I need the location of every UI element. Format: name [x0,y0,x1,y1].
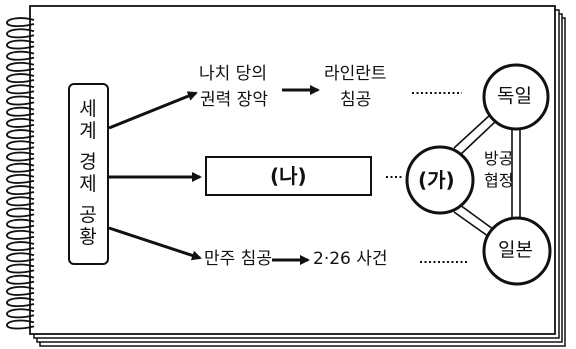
spiral-coil [6,106,35,117]
spiral-coil [6,140,35,151]
spiral-coil [6,207,35,218]
source-box [68,83,109,265]
spiral-coil [6,274,35,285]
spiral-coil [6,28,35,39]
spiral-coil [6,162,35,173]
spiral-coil [6,319,35,330]
spiral-coil [6,151,35,162]
spiral-coil [6,286,35,296]
pact-line2: 협정 [484,171,514,190]
spiral-coil [6,297,35,308]
source-char-2: 계 [79,120,97,142]
spiral-coil [6,17,35,28]
spiral-coil [6,308,35,319]
top-step1-line1: 나치 당의 [199,64,267,84]
spiral-coil [6,218,35,229]
spiral-coil [6,241,35,252]
top-step1-line2: 권력 장악 [200,90,268,110]
box-na [205,156,372,196]
source-char-3: 경 [79,151,97,173]
bottom-step2: 2·26 사건 [313,249,388,269]
spiral-coil [6,50,35,61]
bottom-step1: 만주 침공 [204,249,272,269]
node-germany-label: 독일 [497,85,532,107]
spiral-coil [6,39,35,50]
pact-line1: 방공 [484,149,514,168]
source-char-6: 황 [79,226,97,248]
box-na-label: (나) [270,164,307,188]
top-step2-line2: 침공 [340,90,372,110]
spiral-coil [6,185,35,196]
spiral-coil [6,73,35,84]
spiral-binding [6,17,35,330]
node-japan-label: 일본 [498,239,533,261]
circle-japan [482,216,552,286]
top-step2-line1: 라인란트 [324,64,387,84]
spiral-coil [6,62,35,72]
source-char-1: 세 [79,98,97,120]
spiral-coil [6,174,35,184]
spiral-coil [6,230,35,240]
spiral-coil [6,84,35,95]
source-char-5: 공 [79,204,97,226]
pact-connectors [453,114,521,240]
spiral-coil [6,196,35,207]
arrow-to-bottom [108,226,202,261]
spiral-coil [6,118,35,128]
spiral-coil [6,95,35,106]
spiral-coil [6,263,35,274]
node-ga-label: (가) [418,168,455,192]
arrow-to-top [108,91,198,130]
source-char-4: 제 [79,173,97,195]
circle-ga [405,145,475,215]
circle-germany [482,63,550,131]
spiral-coil [6,129,35,140]
spiral-coil [6,252,35,263]
